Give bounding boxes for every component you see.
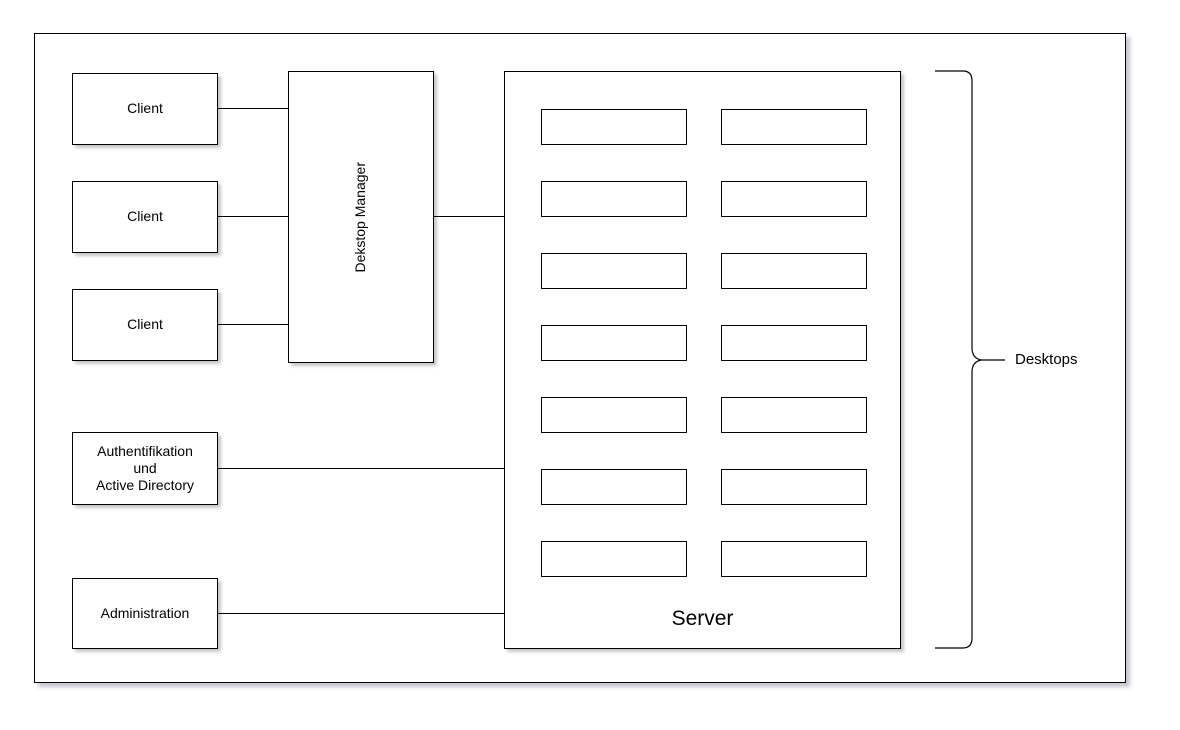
desktop-slot-3[interactable] [541,181,687,217]
client-label: Client [127,316,163,333]
connector-client-1-to-desktop-manager [218,108,288,109]
desktop-slot-6[interactable] [721,253,867,289]
desktop-manager-label: Dekstop Manager [352,161,369,273]
connector-client-2-to-desktop-manager [218,216,288,217]
desktop-slot-4[interactable] [721,181,867,217]
client-node-2[interactable]: Client [72,181,218,253]
desktop-slot-10[interactable] [721,397,867,433]
client-node-3[interactable]: Client [72,289,218,361]
connector-auth-to-server [218,468,504,469]
connector-client-3-to-desktop-manager [218,324,288,325]
desktop-slot-11[interactable] [541,469,687,505]
desktop-slot-8[interactable] [721,325,867,361]
desktop-slot-13[interactable] [541,541,687,577]
server-label: Server [671,607,734,631]
desktop-slot-2[interactable] [721,109,867,145]
authentication-active-directory-node[interactable]: Authentifikation und Active Directory [72,432,218,505]
desktop-slot-1[interactable] [541,109,687,145]
desktop-slot-7[interactable] [541,325,687,361]
administration-label: Administration [100,604,190,621]
client-label: Client [127,100,163,117]
client-label: Client [127,208,163,225]
desktop-slot-5[interactable] [541,253,687,289]
connector-administration-to-server [218,613,504,614]
auth-label-line-1: Authentifikation [97,442,193,459]
desktops-bracket [935,70,1005,649]
desktop-slot-14[interactable] [721,541,867,577]
desktop-slot-12[interactable] [721,469,867,505]
desktop-manager-node[interactable]: Dekstop Manager [288,71,434,363]
desktops-label: Desktops [1015,351,1078,368]
administration-node[interactable]: Administration [72,578,218,649]
server-node[interactable]: Server [504,71,901,649]
desktop-slot-9[interactable] [541,397,687,433]
connector-desktop-manager-to-server [434,216,504,217]
auth-label-line-2: und [133,459,157,476]
auth-label-line-3: Active Directory [95,477,195,494]
client-node-1[interactable]: Client [72,73,218,145]
